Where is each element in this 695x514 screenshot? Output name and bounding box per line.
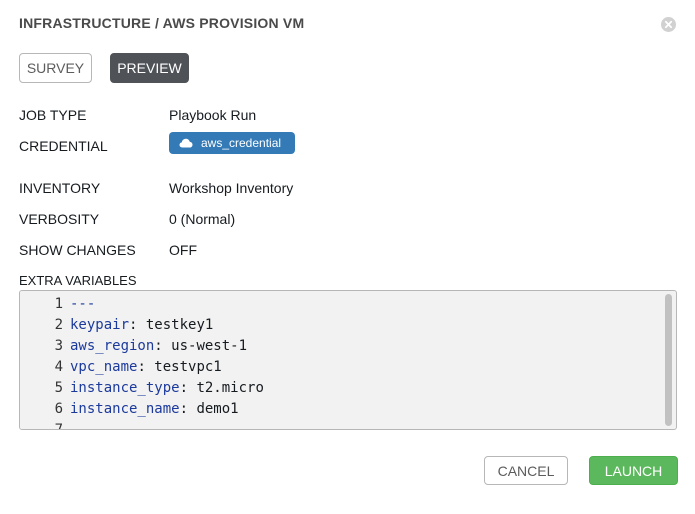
code-text: --- [70, 294, 95, 315]
yaml-separator: : [137, 359, 155, 375]
line-number: 5 [54, 380, 63, 396]
tab-preview[interactable]: PREVIEW [110, 53, 189, 83]
line-number: 2 [54, 317, 63, 333]
editor-scrollbar[interactable] [665, 294, 672, 426]
field-label: SHOW CHANGES [19, 242, 136, 258]
yaml-key: vpc_name [70, 359, 138, 375]
yaml-key: keypair [70, 317, 130, 333]
yaml-separator: : [129, 317, 146, 333]
tab-survey[interactable]: SURVEY [19, 53, 92, 83]
credential-name: aws_credential [201, 136, 282, 150]
line-number: 3 [54, 338, 63, 354]
code-text: instance_type: t2.micro [70, 378, 264, 399]
field-value: Workshop Inventory [169, 180, 294, 196]
line-number: 4 [54, 359, 63, 375]
code-text: instance_name: demo1 [70, 399, 239, 420]
code-text: keypair: testkey1 [70, 315, 213, 336]
code-text: aws_region: us-west-1 [70, 336, 247, 357]
yaml-value: --- [70, 296, 96, 312]
yaml-value: testkey1 [145, 317, 214, 333]
modal-title: INFRASTRUCTURE / AWS PROVISION VM [19, 15, 305, 31]
credential-tag: aws_credential [169, 132, 295, 154]
code-line: 1 --- [20, 294, 676, 315]
yaml-value: testvpc1 [154, 359, 222, 375]
field-label: CREDENTIAL [19, 138, 108, 154]
extra-variables-editor[interactable]: 1 --- 2 keypair: testkey1 3 aws_region: us-we… [19, 290, 677, 430]
line-number: 1 [54, 296, 63, 312]
launch-button[interactable]: LAUNCH [589, 456, 678, 485]
field-value: Playbook Run [169, 107, 257, 123]
code-text: vpc_name: testvpc1 [70, 357, 222, 378]
code-line: 7 [20, 420, 676, 430]
extra-variables-label: EXTRA VARIABLES [19, 273, 137, 288]
yaml-value: demo1 [196, 401, 239, 417]
code-line: 3 aws_region: us-west-1 [20, 336, 676, 357]
code-line: 6 instance_name: demo1 [20, 399, 676, 420]
yaml-separator: : [179, 380, 197, 396]
yaml-value: t2.micro [196, 380, 264, 396]
field-label: JOB TYPE [19, 107, 87, 123]
field-value: 0 (Normal) [169, 211, 236, 227]
field-value: OFF [169, 242, 197, 258]
yaml-key: instance_name [70, 401, 180, 417]
code-line: 2 keypair: testkey1 [20, 315, 676, 336]
cancel-button[interactable]: CANCEL [484, 456, 568, 485]
cloud-icon [179, 138, 193, 148]
line-number-gutter [20, 291, 67, 429]
field-label: INVENTORY [19, 180, 101, 196]
code-line: 5 instance_type: t2.micro [20, 378, 676, 399]
field-label: VERBOSITY [19, 211, 100, 227]
yaml-separator: : [154, 338, 172, 354]
yaml-separator: : [179, 401, 197, 417]
yaml-key: instance_type [70, 380, 180, 396]
yaml-value: us-west-1 [171, 338, 248, 354]
line-number: 7 [54, 422, 63, 430]
close-icon[interactable] [661, 17, 676, 32]
yaml-key: aws_region [70, 338, 155, 354]
code-line: 4 vpc_name: testvpc1 [20, 357, 676, 378]
line-number: 6 [54, 401, 63, 417]
